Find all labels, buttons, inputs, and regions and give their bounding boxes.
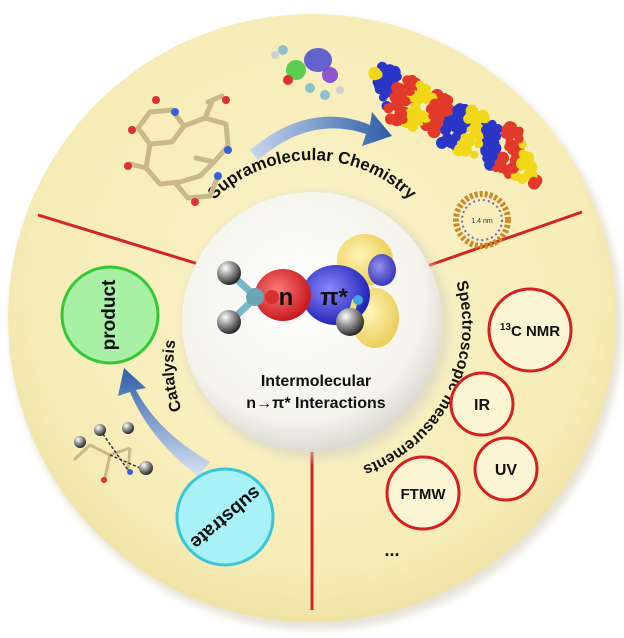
assembly-sphere <box>421 91 431 102</box>
substrate-circle <box>175 467 275 567</box>
assembly-sphere <box>374 80 385 91</box>
nmr-label: 13C NMR <box>500 322 560 340</box>
ftmw-node: FTMW <box>385 455 461 531</box>
assembly-sphere <box>391 82 403 94</box>
assembly-sphere <box>472 122 484 135</box>
assembly-sphere <box>378 93 388 102</box>
assembly-sphere <box>503 125 516 137</box>
atom-oxygen <box>265 290 279 304</box>
assembly-sphere <box>442 132 453 143</box>
assembly-sphere <box>385 113 397 125</box>
assembly-sphere <box>490 138 500 148</box>
n-orbital <box>255 269 311 321</box>
macrocycle-heteroatoms <box>124 96 232 206</box>
orbital-n-label: n <box>279 284 294 311</box>
pi-orbital-small <box>368 254 396 286</box>
assembly-sphere <box>521 151 535 165</box>
assembly-sphere <box>480 144 493 158</box>
catalysis-molecule <box>72 422 153 483</box>
atom-h-right <box>336 308 364 336</box>
assembly-sphere <box>486 129 497 140</box>
more-ellipsis: ... <box>384 540 399 560</box>
uv-node: UV <box>473 436 539 502</box>
nmr-label-sup: 13 <box>500 322 512 333</box>
assembly-sphere <box>452 104 465 117</box>
small-orbital-molecule <box>271 45 344 100</box>
ir-node: IR <box>449 371 515 437</box>
assembly-sphere <box>480 113 490 124</box>
nmr-circle <box>487 287 573 373</box>
assembly-sphere <box>474 132 484 142</box>
assembly-sphere <box>459 143 472 157</box>
assembly-sphere <box>439 93 448 103</box>
assembly-sphere <box>393 72 402 81</box>
assembly-sphere <box>528 176 539 186</box>
assembly-sphere <box>384 104 393 113</box>
center-molecule: n π* <box>217 234 399 348</box>
macrocycle-structure <box>127 93 231 201</box>
assembly-sphere <box>474 139 484 149</box>
substrate-node: substrate <box>175 467 275 567</box>
divider-left <box>37 213 219 272</box>
assembly-sphere <box>373 69 383 80</box>
assembly-sphere <box>428 111 438 121</box>
ir-label: IR <box>474 397 490 414</box>
atom-h-top <box>217 261 241 285</box>
assembly-sphere <box>459 133 471 145</box>
assembly-sphere <box>384 85 393 95</box>
assembly-sphere <box>495 155 507 167</box>
center-title-line1: Intermolecular <box>261 373 371 390</box>
assembly-sphere <box>488 119 497 129</box>
ftmw-label: FTMW <box>401 486 447 503</box>
nmr-node: 13C NMR <box>487 287 573 373</box>
product-node: product <box>60 265 160 365</box>
product-label: product <box>99 279 120 350</box>
product-circle <box>60 265 160 365</box>
supramolecular-assembly <box>368 61 543 190</box>
assembly-sphere <box>398 114 408 125</box>
assembly-sphere <box>431 118 442 130</box>
uv-circle <box>473 436 539 502</box>
assembly-sphere <box>400 96 411 107</box>
nmr-label-text: C NMR <box>511 323 560 340</box>
uv-label: UV <box>495 462 518 479</box>
assembly-sphere <box>416 110 426 120</box>
assembly-sphere <box>386 71 395 81</box>
assembly-sphere <box>515 134 524 144</box>
orbital-pi-label: π* <box>320 284 348 311</box>
ftmw-circle <box>385 455 461 531</box>
assembly-sphere <box>404 81 416 92</box>
atom-carbon <box>246 288 264 306</box>
atom-small-blue <box>353 295 363 305</box>
arrow-catalysis <box>118 368 210 476</box>
assembly-sphere <box>444 106 453 115</box>
ir-circle <box>449 371 515 437</box>
atom-h-bottom <box>217 310 241 334</box>
nanoring-scale-label: 1.4 nm <box>471 218 493 225</box>
arrow-supramolecular <box>250 112 392 160</box>
assembly-sphere <box>470 150 479 159</box>
assembly-sphere <box>465 104 478 118</box>
nanoring-structure: 1.4 nm <box>453 191 511 249</box>
center-title-line2: n→π* Interactions <box>246 395 385 412</box>
assembly-sphere <box>451 132 461 142</box>
